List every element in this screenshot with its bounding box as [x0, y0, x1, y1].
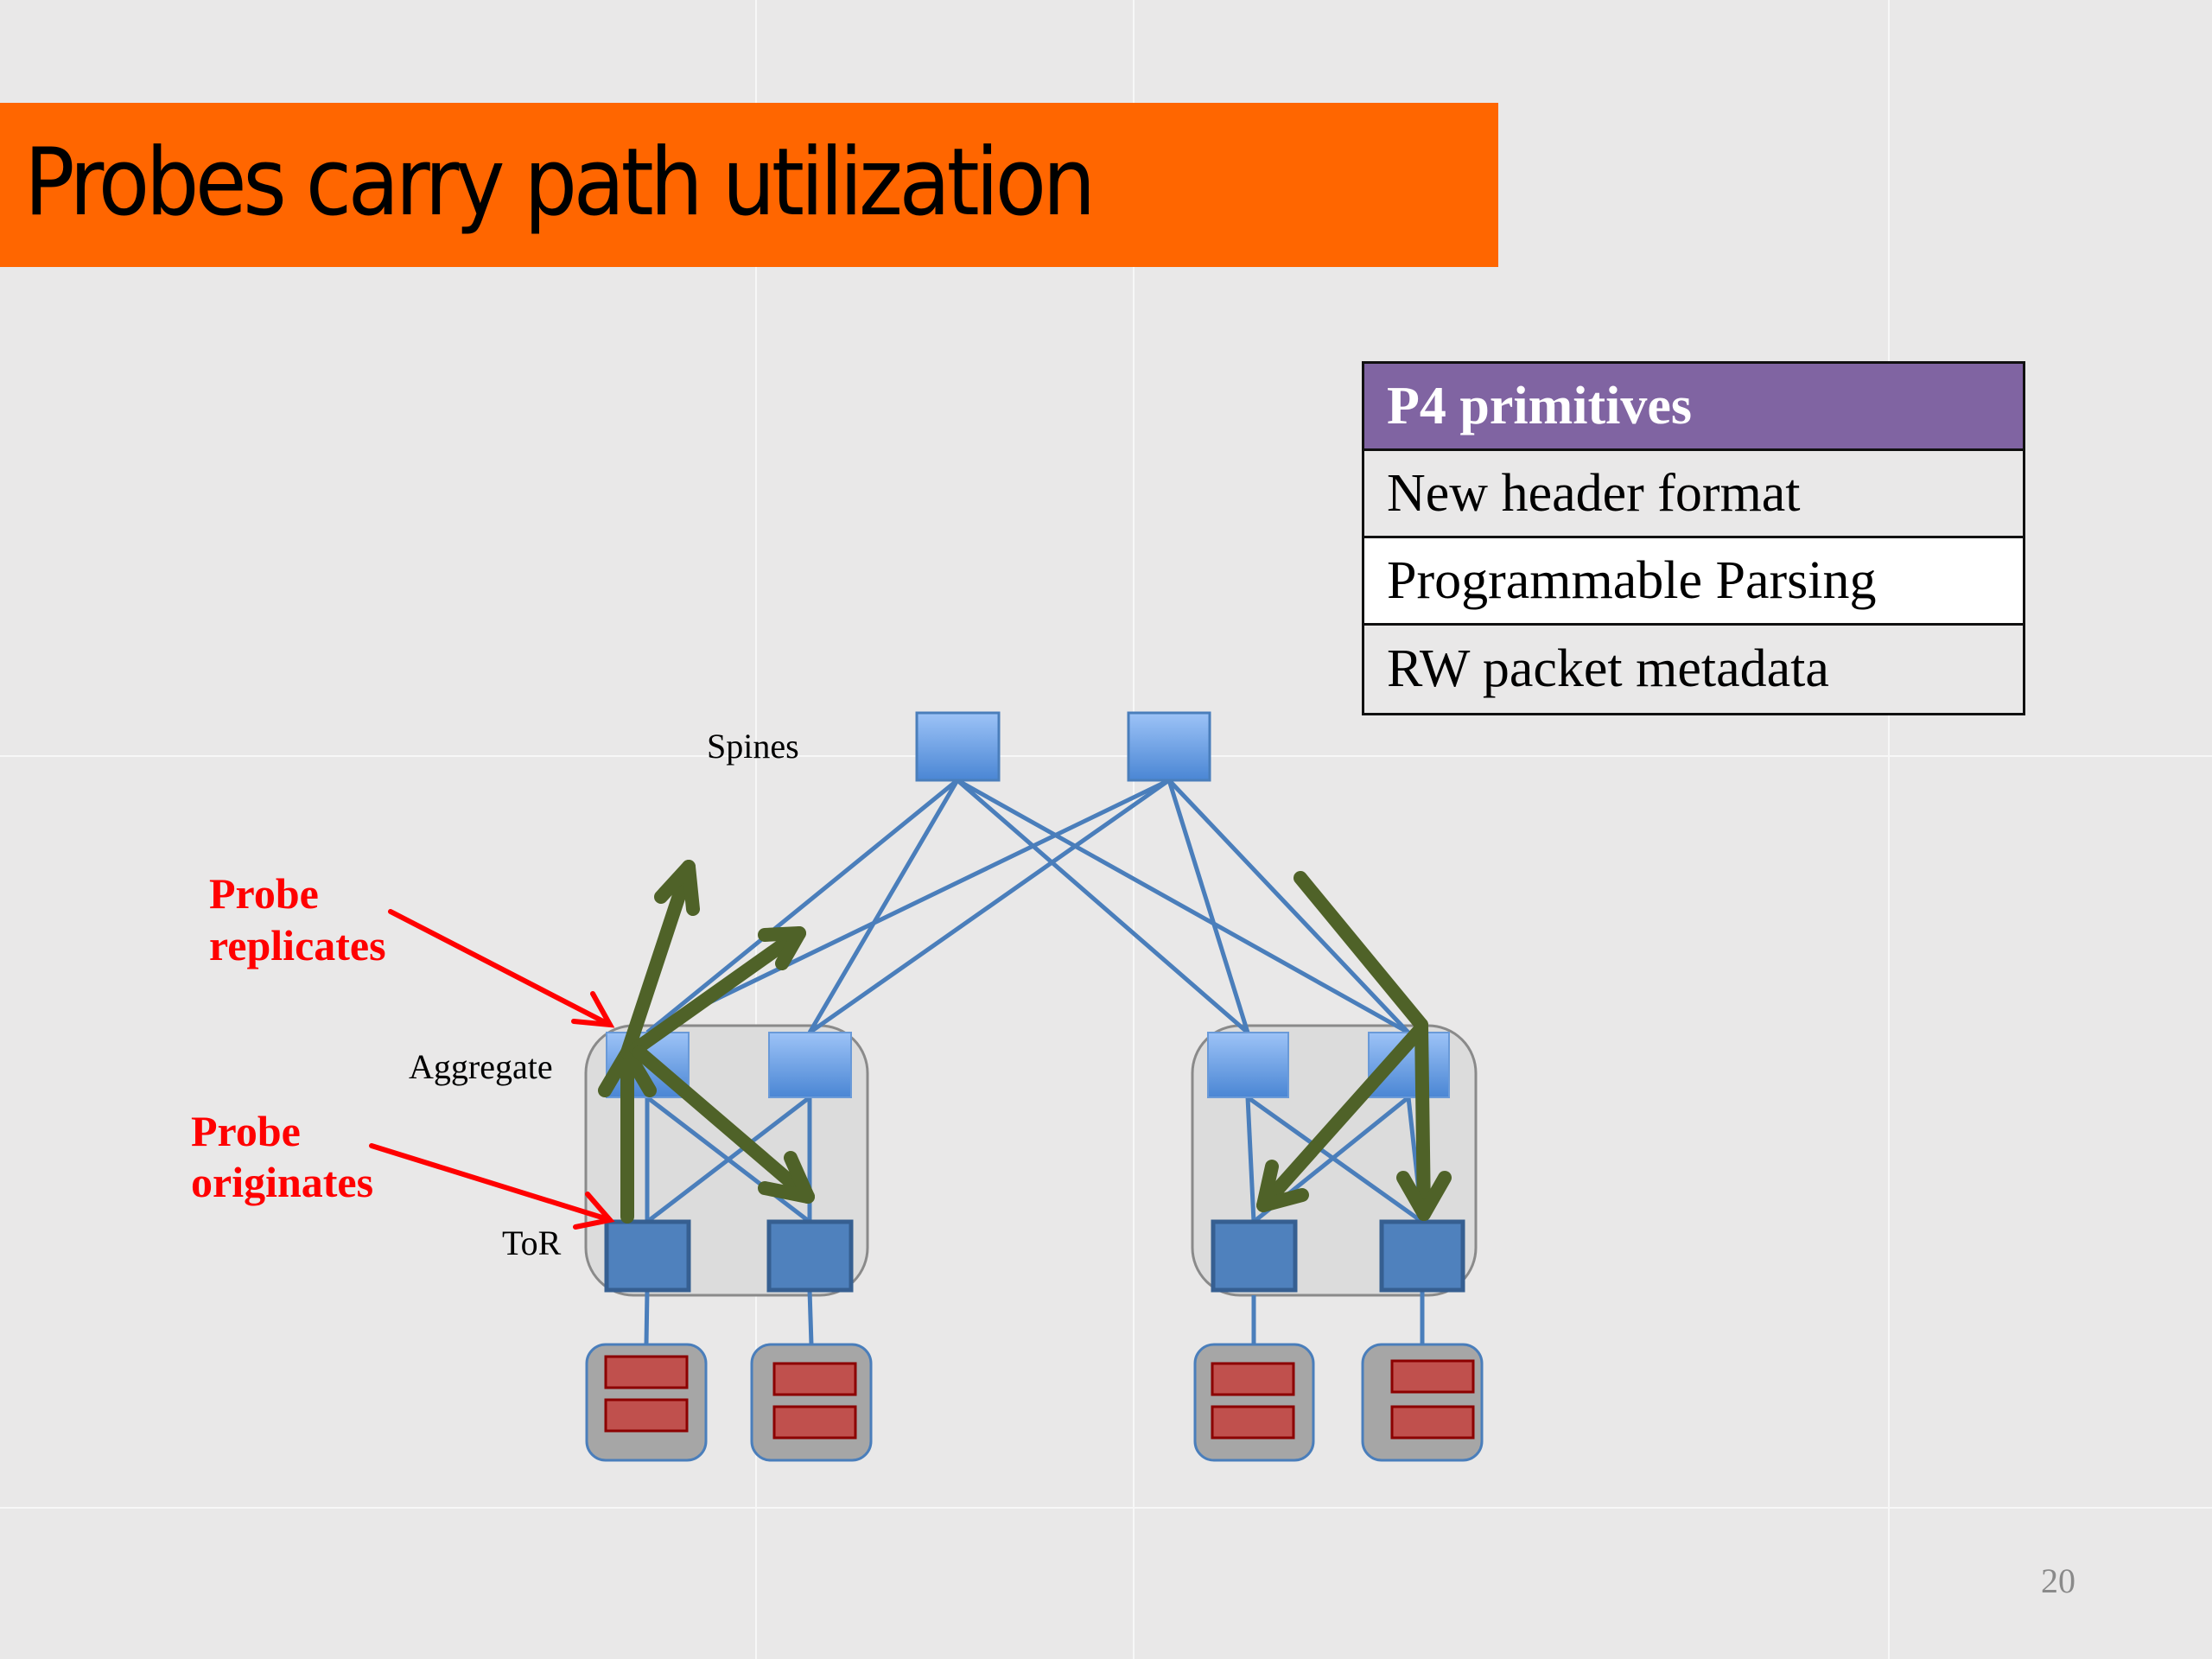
probe-arrow — [1294, 871, 1428, 1032]
probe-path-arrows — [598, 860, 1452, 1224]
probe-arrow — [629, 926, 806, 1056]
link — [956, 778, 1410, 1035]
arrowhead — [1396, 1171, 1452, 1221]
link — [645, 778, 1171, 1035]
link — [1166, 779, 1250, 1033]
probe-arrow — [1414, 1018, 1431, 1221]
server-rack — [750, 1343, 873, 1462]
annotation-probe-replicates-line1: Probe — [209, 869, 319, 918]
label-spines: Spines — [707, 727, 799, 766]
slide-gridline — [755, 0, 757, 1659]
page-number: 20 — [2041, 1561, 2075, 1600]
tor-switch — [766, 1219, 854, 1293]
annotation-probe-replicates-line2: replicates — [209, 921, 386, 969]
table-row: RW packet metadata — [1364, 626, 2023, 713]
slide-gridline — [1888, 0, 1890, 1659]
link — [956, 779, 1249, 1034]
table-header: P4 primitives — [1364, 364, 2023, 451]
server-rack — [585, 1343, 708, 1462]
annotation-arrow — [369, 1143, 607, 1221]
link — [645, 1096, 811, 1224]
slide-title: Probes carry path utilization — [24, 129, 1096, 237]
spine-switch — [915, 711, 1001, 782]
pod-links — [644, 1095, 1425, 1363]
arrowhead — [654, 860, 700, 916]
link — [1246, 1095, 1424, 1224]
spine-links — [645, 778, 1410, 1035]
label-tor: ToR — [502, 1224, 562, 1262]
annotation-arrows — [369, 909, 615, 1230]
slide-gridline — [1133, 0, 1135, 1659]
link — [808, 778, 1171, 1035]
link — [644, 1289, 650, 1345]
probe-arrow — [1256, 1021, 1428, 1212]
table-row: Programmable Parsing — [1364, 538, 2023, 626]
link — [807, 779, 960, 1034]
aggregate-switch — [1207, 1032, 1289, 1098]
label-aggregate: Aggregate — [409, 1047, 553, 1086]
spine-switch — [1127, 711, 1211, 782]
title-bar: Probes carry path utilization — [0, 103, 1498, 267]
slide-gridline — [0, 755, 2212, 757]
arrowhead — [758, 926, 806, 970]
probe-arrow — [632, 1046, 815, 1204]
server-rack — [1361, 1343, 1484, 1462]
annotation-probe-originates-line2: originates — [191, 1158, 373, 1206]
link — [1245, 1096, 1256, 1223]
link — [645, 779, 959, 1034]
server-rack — [1193, 1343, 1315, 1462]
tor-switch — [604, 1219, 691, 1293]
link — [807, 1289, 814, 1345]
annotation-probe-originates-line1: Probe — [191, 1107, 301, 1155]
annotation-arrow — [388, 909, 607, 1025]
aggregate-switch — [768, 1032, 852, 1098]
table-row: New header format — [1364, 451, 2023, 538]
link — [1167, 779, 1410, 1034]
tor-switch — [1379, 1219, 1465, 1293]
tor-switch — [1211, 1219, 1298, 1293]
slide-gridline — [0, 1507, 2212, 1509]
probe-arrow — [620, 860, 696, 1059]
arrowhead — [758, 1151, 815, 1204]
p4-primitives-table: P4 primitives New header format Programm… — [1362, 361, 2025, 715]
arrowhead — [573, 1192, 615, 1230]
arrowhead — [571, 991, 615, 1028]
arrowhead — [1256, 1160, 1309, 1212]
